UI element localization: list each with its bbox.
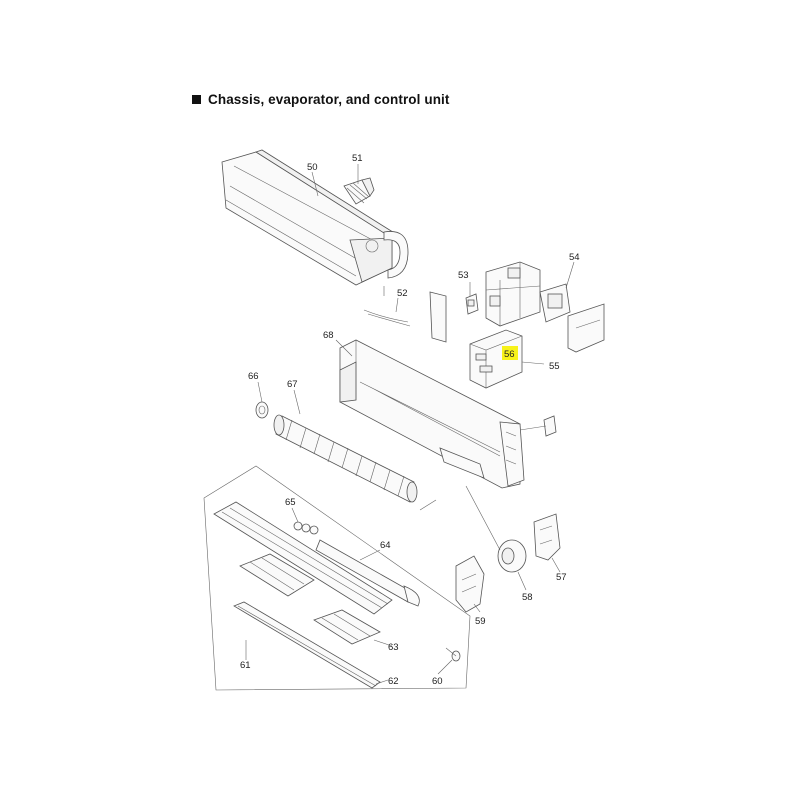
label-54: 54 <box>569 252 580 263</box>
part-labels: 50 51 52 53 54 55 56 57 58 59 60 61 62 6… <box>240 153 580 687</box>
side-bracket <box>543 415 557 437</box>
part-68-frame <box>339 339 525 489</box>
label-50: 50 <box>307 162 318 173</box>
label-52: 52 <box>397 288 408 299</box>
label-65: 65 <box>285 497 296 508</box>
label-53: 53 <box>458 270 469 281</box>
label-67: 67 <box>287 379 298 390</box>
highlight-56 <box>502 346 518 360</box>
label-55: 55 <box>549 361 560 372</box>
part-55-control-unit <box>469 329 523 389</box>
part-59-bracket <box>455 555 485 613</box>
part-58-motor <box>497 539 527 573</box>
label-62: 62 <box>388 676 399 687</box>
louver-blades <box>213 501 393 645</box>
label-64: 64 <box>380 540 391 551</box>
part-53-connector <box>465 293 479 315</box>
part-54-board <box>539 283 605 353</box>
part-67-fan <box>273 414 418 503</box>
title-bullet-icon <box>192 95 201 104</box>
diagram-title: Chassis, evaporator, and control unit <box>192 92 450 107</box>
cover-plate <box>429 291 447 343</box>
part-66-bearing <box>255 401 269 419</box>
control-box-frame <box>485 261 541 327</box>
part-51-motor <box>343 177 375 205</box>
label-66: 66 <box>248 371 259 382</box>
label-60: 60 <box>432 676 443 687</box>
label-61: 61 <box>240 660 251 671</box>
label-63: 63 <box>388 642 399 653</box>
label-56: 56 <box>504 349 515 360</box>
label-57: 57 <box>556 572 567 583</box>
label-68: 68 <box>323 330 334 341</box>
part-61-vane <box>233 601 381 689</box>
part-52-wire <box>363 286 411 327</box>
label-59: 59 <box>475 616 486 627</box>
title-text: Chassis, evaporator, and control unit <box>208 92 450 107</box>
part-57-holder <box>533 513 561 561</box>
part-65-pulley <box>293 521 319 535</box>
label-51: 51 <box>352 153 363 164</box>
part-50-chassis <box>221 149 409 286</box>
part-64-shaft <box>315 539 420 607</box>
louver-assembly-box <box>203 465 471 691</box>
label-58: 58 <box>522 592 533 603</box>
leader-lines <box>245 164 575 685</box>
